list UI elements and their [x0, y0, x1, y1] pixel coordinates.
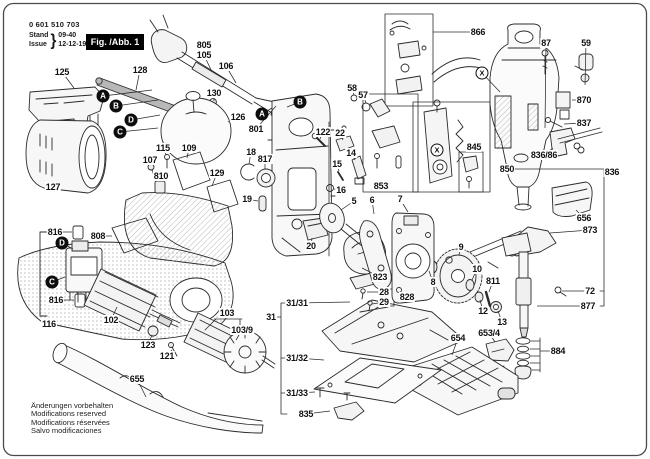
stand-value: 09-40 [58, 32, 77, 39]
figure-label: Fig. /Abb. 1 [86, 34, 144, 50]
type-number: 0 601 510 703 [29, 20, 80, 29]
legal-note-line: Salvo modificaciones [31, 426, 102, 436]
brace-glyph: } [50, 30, 57, 50]
title-block: 0 601 510 703 Stand Issue } 09-40 12-12-… [29, 20, 86, 49]
legal-note-line: Änderungen vorbehalten [31, 401, 114, 410]
stand-label: Stand [29, 32, 49, 39]
legal-note-line: Modifications réservées [31, 417, 110, 427]
legal-note-line: Modifications reserved [31, 409, 107, 419]
issue-value: 12-12-19 [58, 41, 87, 48]
issue-label: Issue [29, 41, 47, 48]
